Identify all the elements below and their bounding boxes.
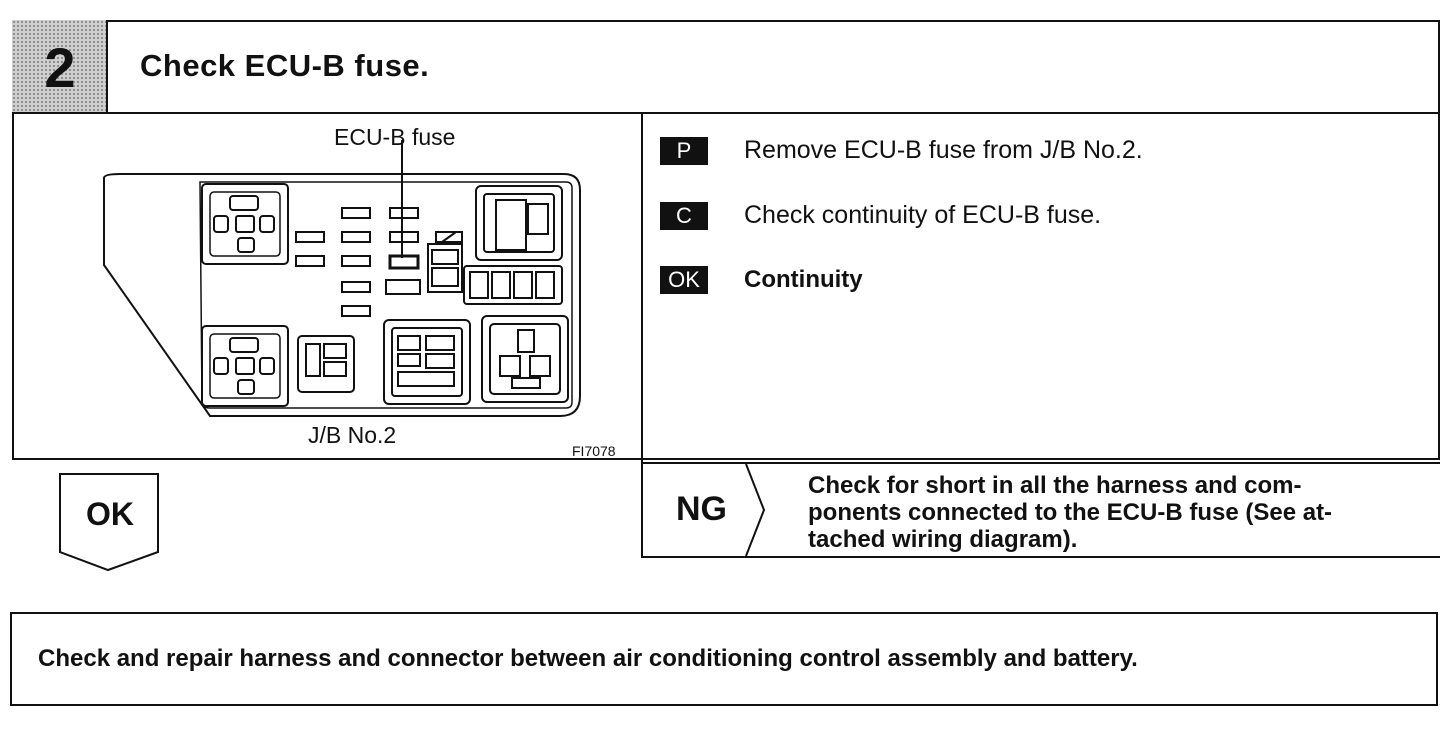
final-action-text: Check and repair harness and connector b…: [38, 645, 1138, 672]
instruction-check: Check continuity of ECU-B fuse.: [744, 201, 1102, 229]
ng-divider-chevron: [745, 464, 766, 556]
step-number-box: [12, 20, 108, 114]
ng-result-label: NG: [676, 490, 727, 528]
tag-prepare: P: [660, 137, 708, 165]
ng-action-line-2: ponents connected to the ECU-B fuse (See…: [808, 499, 1333, 526]
junction-block-diagram: [103, 140, 581, 417]
final-action-box: [10, 612, 1438, 706]
tag-check: C: [660, 202, 708, 230]
figure-id: FI7078: [572, 443, 616, 459]
column-divider: [641, 112, 643, 558]
ng-action-line-1: Check for short in all the harness and c…: [808, 472, 1302, 499]
instruction-ok-spec: Continuity: [744, 266, 863, 293]
instruction-prepare: Remove ECU-B fuse from J/B No.2.: [744, 136, 1143, 164]
ok-result-label: OK: [86, 496, 134, 532]
step-frame: [12, 20, 1440, 460]
ng-action-line-3: tached wiring diagram).: [808, 526, 1078, 553]
step-title: Check ECU-B fuse.: [140, 48, 430, 83]
step-number: 2: [44, 35, 76, 99]
header-divider: [12, 112, 1440, 114]
junction-block-label: J/B No.2: [308, 422, 397, 448]
ng-bottom-line: [641, 556, 1440, 558]
ok-result-arrow: [59, 473, 159, 572]
ng-top-line: [641, 462, 1440, 464]
tag-ok-spec: OK: [660, 266, 708, 294]
fuse-label: ECU-B fuse: [334, 124, 456, 150]
ng-action-text: Check for short in all the harness and c…: [808, 472, 1428, 553]
